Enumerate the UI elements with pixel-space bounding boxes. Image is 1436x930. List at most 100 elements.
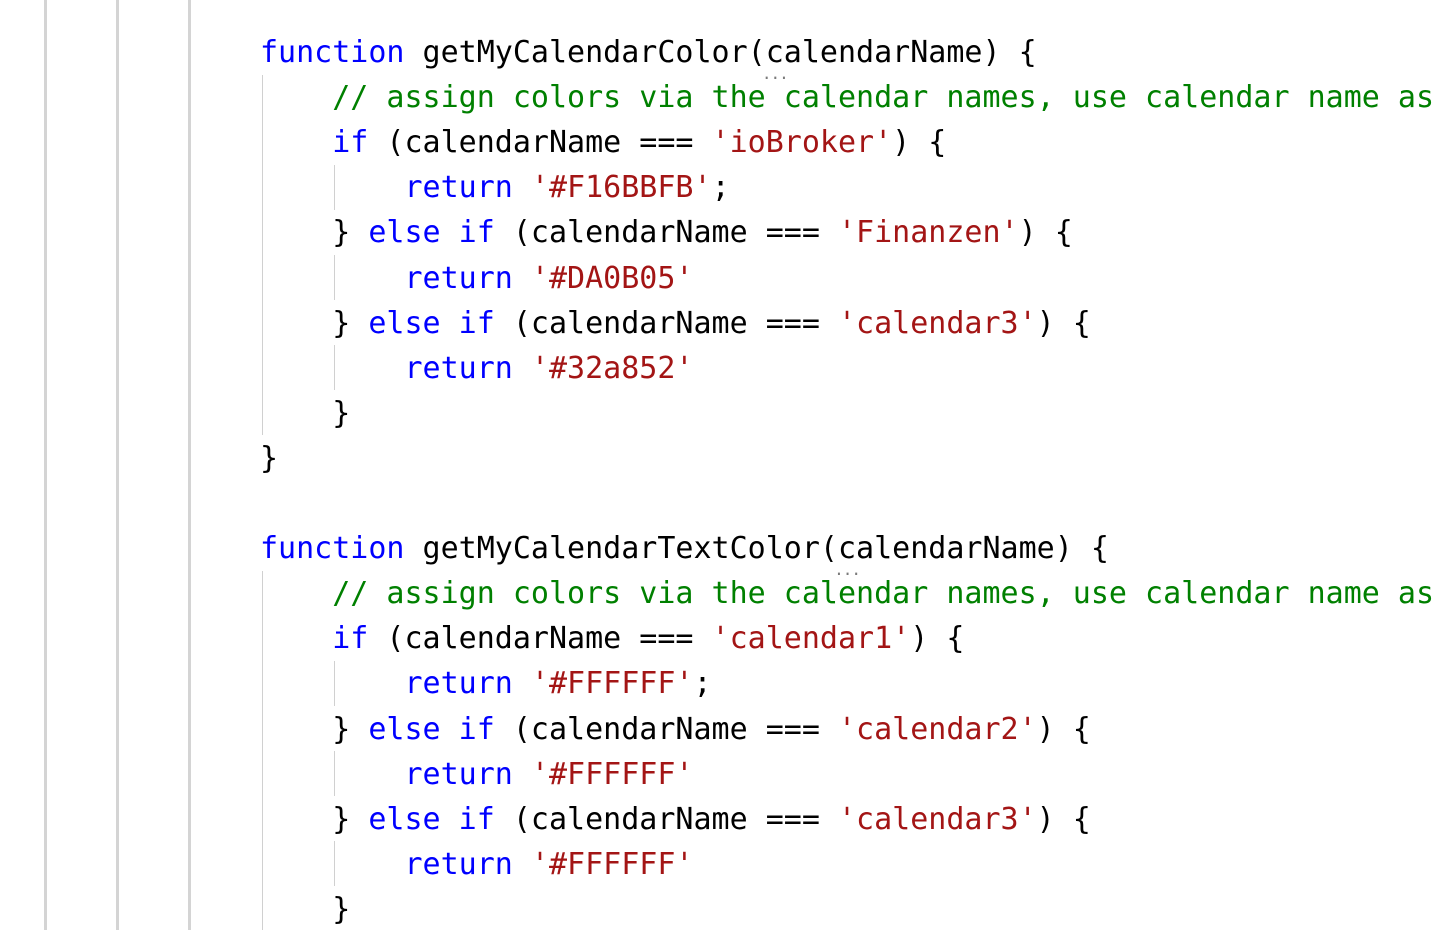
code-line[interactable]: if (calendarName === 'calendar1') {	[260, 616, 964, 661]
code-token: alendarName) {	[783, 35, 1037, 70]
code-line[interactable]: // assign colors via the calendar names,…	[260, 75, 1434, 120]
keyword-token: else if	[368, 711, 495, 747]
code-token: }	[260, 395, 351, 431]
code-token	[260, 261, 405, 296]
code-token	[260, 666, 405, 701]
keyword-token: else if	[368, 801, 495, 837]
code-line[interactable]: return '#F16BBFB';	[260, 165, 730, 210]
indent-guide	[116, 0, 119, 930]
indent-guide	[334, 165, 335, 210]
code-token: (calendarName ===	[494, 215, 838, 251]
code-token: ) {	[910, 621, 965, 657]
code-token	[260, 351, 405, 386]
indent-guide	[334, 661, 335, 706]
code-line[interactable]: if (calendarName === 'ioBroker') {	[260, 120, 946, 165]
code-line[interactable]: } else if (calendarName === 'Finanzen') …	[260, 210, 1073, 255]
code-token: (calendarName ===	[368, 621, 712, 657]
string-token: '#FFFFFF'	[530, 846, 694, 882]
indent-guide	[262, 571, 263, 930]
code-token: (calendarName ===	[494, 801, 838, 837]
code-token	[513, 666, 531, 701]
code-line[interactable]: }	[260, 887, 350, 930]
code-line[interactable]: return '#FFFFFF'	[260, 842, 694, 887]
code-token	[513, 170, 531, 205]
string-token: 'calendar3'	[837, 305, 1037, 341]
code-token: }	[260, 801, 369, 837]
keyword-token: return	[404, 666, 513, 702]
inlay-hint-token: c	[765, 35, 784, 70]
string-token: 'Finanzen'	[837, 215, 1019, 251]
code-token	[260, 576, 332, 611]
code-line[interactable]: return '#FFFFFF';	[260, 661, 712, 706]
string-token: 'calendar3'	[837, 801, 1037, 837]
string-token: '#F16BBFB'	[530, 170, 712, 206]
code-token: ;	[711, 170, 730, 206]
comment-token: // assign colors via the calendar names,…	[332, 80, 1435, 116]
indent-guide	[334, 841, 335, 886]
string-token: 'calendar2'	[837, 711, 1037, 747]
code-line[interactable]: } else if (calendarName === 'calendar2')…	[260, 707, 1091, 752]
ellipsis-hint-icon[interactable]: ...	[834, 560, 861, 580]
code-token: }	[260, 711, 369, 747]
indent-guide	[44, 0, 47, 930]
code-token	[513, 261, 531, 296]
indent-guide	[334, 345, 335, 390]
code-token	[260, 125, 332, 160]
string-token: '#FFFFFF'	[530, 756, 694, 792]
string-token: '#DA0B05'	[530, 260, 694, 296]
code-token: }	[260, 891, 351, 927]
keyword-token: else if	[368, 215, 495, 251]
code-token: ) {	[892, 125, 947, 161]
code-token: alendarName) {	[856, 531, 1109, 567]
code-line[interactable]: }	[260, 391, 350, 436]
code-token	[260, 757, 405, 792]
code-line[interactable]: // assign colors via the calendar names,…	[260, 571, 1434, 616]
string-token: 'ioBroker'	[711, 125, 893, 161]
code-token: ) {	[1036, 711, 1091, 747]
code-line[interactable]: } else if (calendarName === 'calendar3')…	[260, 797, 1091, 842]
code-line[interactable]: return '#FFFFFF'	[260, 752, 694, 797]
keyword-token: return	[404, 170, 513, 206]
code-token: }	[260, 215, 369, 251]
keyword-token: return	[404, 260, 513, 296]
parameter-hint[interactable]: c...	[834, 531, 861, 578]
code-token: ) {	[1036, 801, 1091, 837]
code-token: ;	[693, 666, 712, 702]
indent-guide	[188, 0, 191, 930]
code-line[interactable]: } else if (calendarName === 'calendar3')…	[260, 301, 1091, 346]
code-token	[513, 847, 531, 882]
keyword-token: if	[332, 621, 369, 657]
keyword-token: function	[260, 35, 405, 70]
string-token: '#32a852'	[530, 350, 694, 386]
ellipsis-hint-icon[interactable]: ...	[761, 64, 789, 83]
code-token: (calendarName ===	[494, 711, 838, 747]
comment-token: // assign colors via the calendar names,…	[332, 576, 1435, 612]
code-line[interactable]: return '#DA0B05'	[260, 256, 694, 301]
code-line[interactable]: }	[260, 436, 278, 481]
code-token: getMyCalendarTextColor(	[404, 531, 838, 567]
code-token: }	[260, 305, 369, 341]
code-line[interactable]: function getMyCalendarTextColor(c...alen…	[260, 526, 1109, 578]
code-token: (calendarName ===	[494, 305, 838, 341]
keyword-token: return	[404, 756, 513, 792]
code-token	[260, 80, 332, 115]
keyword-token: function	[260, 531, 405, 567]
parameter-hint[interactable]: c...	[762, 35, 789, 82]
indent-guide	[334, 751, 335, 796]
keyword-token: return	[404, 350, 513, 386]
indent-guide	[334, 255, 335, 300]
keyword-token: return	[404, 846, 513, 882]
code-token	[513, 351, 531, 386]
code-token: ) {	[1018, 215, 1073, 251]
code-line[interactable]: return '#32a852'	[260, 346, 694, 391]
string-token: '#FFFFFF'	[530, 666, 694, 702]
code-token	[260, 170, 405, 205]
code-token	[260, 847, 405, 882]
string-token: 'calendar1'	[711, 621, 911, 657]
code-token: }	[260, 440, 279, 476]
code-token: getMyCalendarColor(	[404, 35, 766, 70]
keyword-token: if	[332, 125, 369, 161]
code-line[interactable]: function getMyCalendarColor(c...alendarN…	[260, 30, 1037, 82]
code-token	[513, 757, 531, 792]
